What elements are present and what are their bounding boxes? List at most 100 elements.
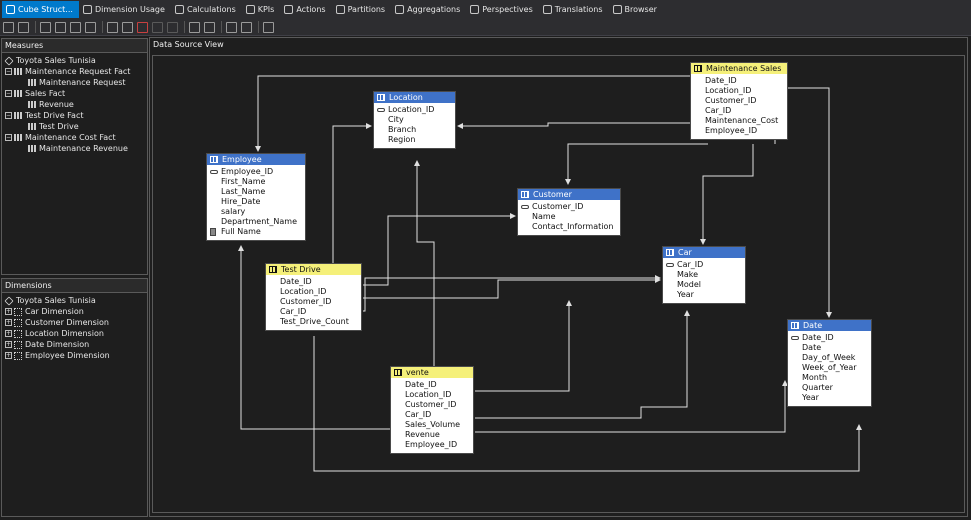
table-column[interactable]: Car_ID [266, 307, 361, 317]
new-measure-group-icon[interactable] [55, 21, 66, 33]
table-column[interactable]: Date_ID [691, 76, 787, 86]
table-column[interactable]: Customer_ID [518, 202, 620, 212]
dimension-node[interactable]: +Employee Dimension [2, 350, 147, 361]
tab-calculations[interactable]: Calculations [171, 1, 242, 18]
grid-view-icon[interactable] [85, 21, 96, 33]
table-column[interactable]: Name [518, 212, 620, 222]
table-column[interactable]: Customer_ID [391, 400, 473, 410]
relationship-line[interactable] [332, 123, 372, 286]
table-column[interactable]: Department_Name [207, 217, 305, 227]
expand-icon[interactable]: + [5, 308, 12, 315]
relationship-line[interactable] [363, 277, 661, 299]
expand-icon[interactable]: + [5, 319, 12, 326]
relationship-line[interactable] [313, 336, 862, 472]
tab-cube-struct[interactable]: Cube Struct... [2, 1, 79, 18]
table-column[interactable]: Location_ID [691, 86, 787, 96]
measure-node[interactable]: Maintenance Request [2, 77, 147, 88]
table-column[interactable]: salary [207, 207, 305, 217]
measures-cube-node[interactable]: Toyota Sales Tunisia [2, 55, 147, 66]
delete-icon[interactable] [137, 21, 148, 33]
tab-partitions[interactable]: Partitions [332, 1, 392, 18]
diagram-icon[interactable] [204, 21, 215, 33]
table-header[interactable]: Maintenance Sales [691, 63, 787, 74]
layout-dropdown-icon[interactable] [263, 21, 274, 33]
table-header[interactable]: Date [788, 320, 871, 331]
table-column[interactable]: Model [663, 280, 745, 290]
dimensions-cube-node[interactable]: Toyota Sales Tunisia [2, 295, 147, 306]
expand-icon[interactable]: + [5, 341, 12, 348]
tab-browser[interactable]: Browser [609, 1, 663, 18]
refresh-icon[interactable] [18, 21, 29, 33]
table-column[interactable]: Location_ID [266, 287, 361, 297]
collapse-icon[interactable]: − [5, 112, 12, 119]
show-all-tables-icon[interactable] [107, 21, 118, 33]
relationship-line[interactable] [414, 160, 435, 366]
table-column[interactable]: Branch [374, 125, 455, 135]
table-column[interactable]: Date [788, 343, 871, 353]
table-column[interactable]: Date_ID [391, 380, 473, 390]
tab-dimension-usage[interactable]: Dimension Usage [79, 1, 171, 18]
table-column[interactable]: Month [788, 373, 871, 383]
table-header[interactable]: Test Drive [266, 264, 361, 275]
collapse-icon[interactable]: − [5, 134, 12, 141]
table-column[interactable]: Employee_ID [207, 167, 305, 177]
table-column[interactable]: Car_ID [663, 260, 745, 270]
table-header[interactable]: Customer [518, 189, 620, 200]
table-column[interactable]: Quarter [788, 383, 871, 393]
dimension-node[interactable]: +Customer Dimension [2, 317, 147, 328]
move-down-icon[interactable] [167, 21, 178, 33]
table-column[interactable]: Year [788, 393, 871, 403]
relationship-line[interactable] [363, 275, 661, 312]
relationship-line[interactable] [565, 143, 708, 185]
measure-node[interactable]: Test Drive [2, 121, 147, 132]
table-column[interactable]: Customer_ID [266, 297, 361, 307]
table-column[interactable]: Location_ID [391, 390, 473, 400]
table-column[interactable]: Year [663, 290, 745, 300]
table-header[interactable]: Location [374, 92, 455, 103]
relationship-line[interactable] [255, 75, 690, 152]
table-column[interactable]: Car_ID [391, 410, 473, 420]
table-column[interactable]: City [374, 115, 455, 125]
table-column[interactable]: Test_Drive_Count [266, 317, 361, 327]
add-cube-dimension-icon[interactable] [70, 21, 81, 33]
table-column[interactable]: Contact_Information [518, 222, 620, 232]
expand-icon[interactable]: + [5, 330, 12, 337]
table-column[interactable]: Last_Name [207, 187, 305, 197]
table-column[interactable]: Customer_ID [691, 96, 787, 106]
table-column[interactable]: Region [374, 135, 455, 145]
table-column[interactable]: Make [663, 270, 745, 280]
measure-node[interactable]: Revenue [2, 99, 147, 110]
tab-kpis[interactable]: KPIs [242, 1, 281, 18]
table-column[interactable]: Date_ID [788, 333, 871, 343]
zoom-icon[interactable] [226, 21, 237, 33]
relationship-line[interactable] [363, 213, 516, 286]
table-column[interactable]: Employee_ID [391, 440, 473, 450]
hide-table-icon[interactable] [122, 21, 133, 33]
table-header[interactable]: vente [391, 367, 473, 378]
find-table-icon[interactable] [241, 21, 252, 33]
relationship-line[interactable] [238, 245, 390, 430]
table-column[interactable]: Day_of_Week [788, 353, 871, 363]
table-header[interactable]: Employee [207, 154, 305, 165]
move-up-icon[interactable] [152, 21, 163, 33]
table-column[interactable]: Car_ID [691, 106, 787, 116]
table-header[interactable]: Car [663, 247, 745, 258]
relationship-line[interactable] [475, 310, 690, 419]
tab-aggregations[interactable]: Aggregations [391, 1, 466, 18]
relationship-line[interactable] [700, 144, 754, 245]
table-column[interactable]: Sales_Volume [391, 420, 473, 430]
dimension-node[interactable]: +Date Dimension [2, 339, 147, 350]
relationship-line[interactable] [457, 122, 700, 129]
collapse-icon[interactable]: − [5, 90, 12, 97]
table-column[interactable]: Location_ID [374, 105, 455, 115]
table-column[interactable]: Revenue [391, 430, 473, 440]
dimension-node[interactable]: +Location Dimension [2, 328, 147, 339]
